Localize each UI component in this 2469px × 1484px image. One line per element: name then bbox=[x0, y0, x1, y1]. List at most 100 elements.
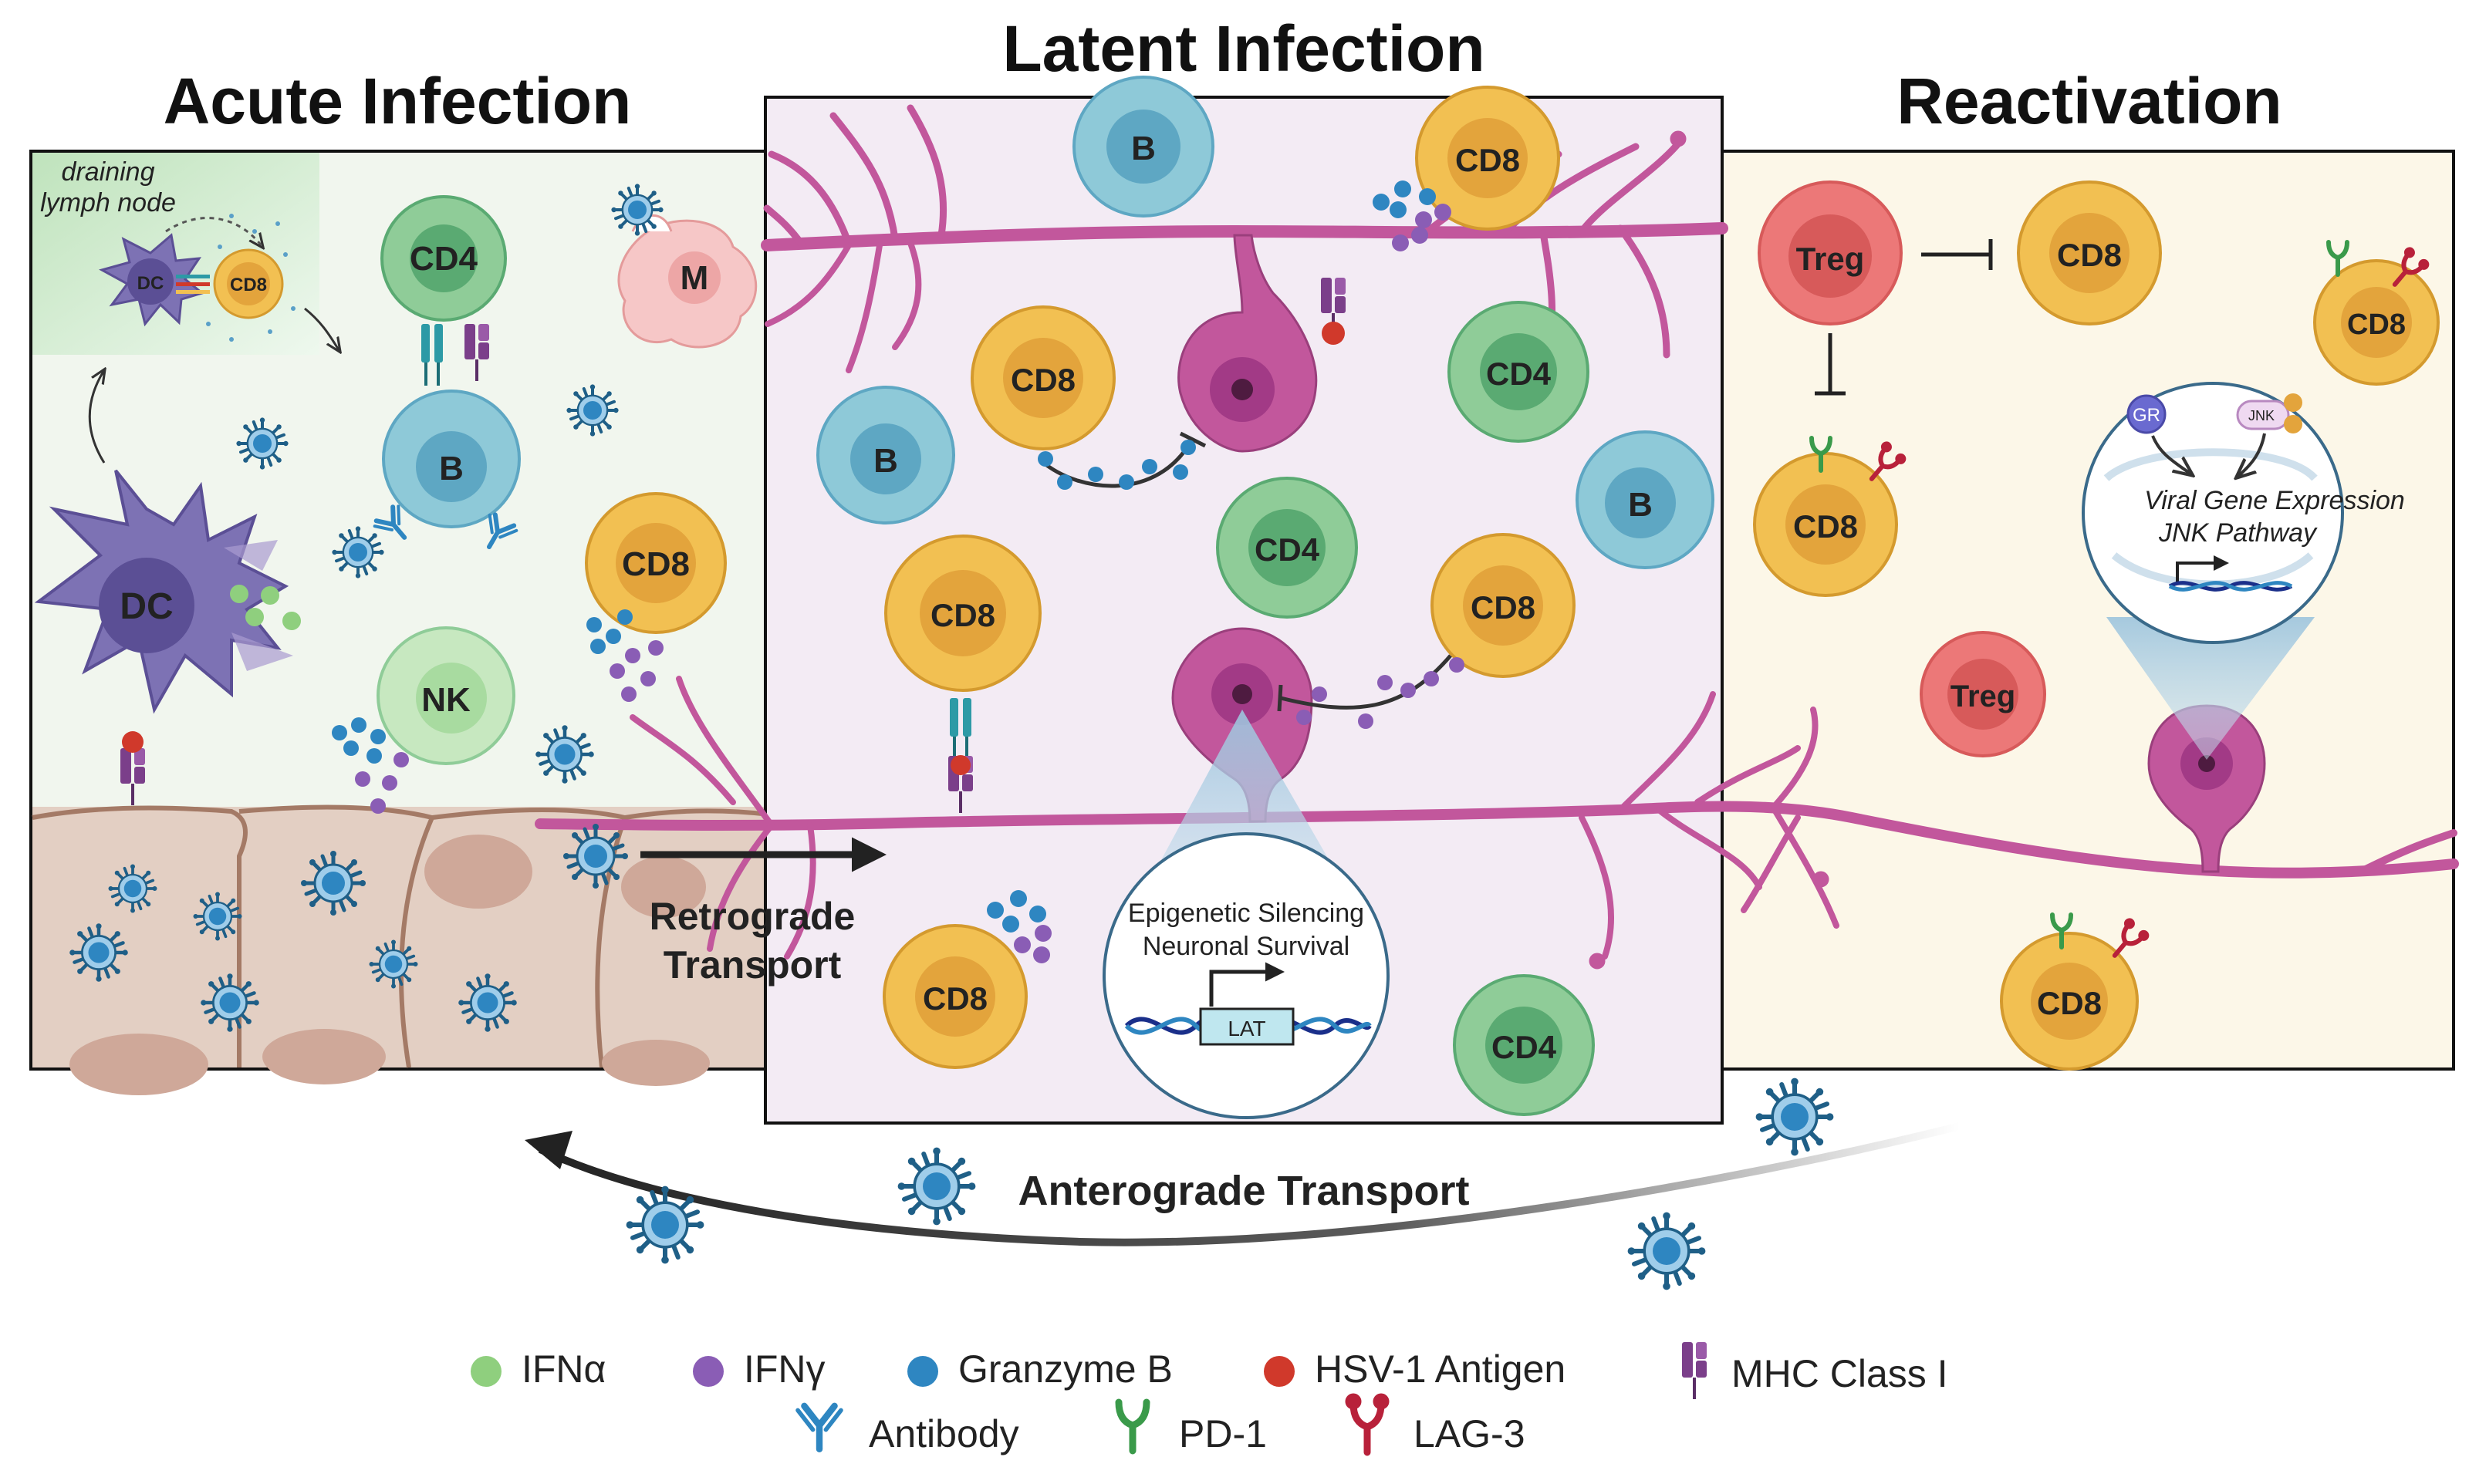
svg-text:M: M bbox=[681, 259, 709, 297]
svg-text:IFNα: IFNα bbox=[522, 1347, 606, 1391]
legend-item-antibody: Antibody bbox=[798, 1406, 1019, 1455]
svg-text:CD8: CD8 bbox=[2057, 237, 2122, 273]
svg-text:Granzyme B: Granzyme B bbox=[958, 1347, 1173, 1391]
virus-icon bbox=[236, 417, 288, 469]
svg-text:CD8: CD8 bbox=[923, 980, 988, 1017]
dc-small-cell: DC bbox=[99, 233, 205, 327]
mhc-antigen-latent-top bbox=[1319, 276, 1347, 345]
svg-text:CD8: CD8 bbox=[1011, 362, 1076, 398]
granzyme-inhibit-1 bbox=[1038, 431, 1207, 490]
cd8-cell-latent-b: CD8 bbox=[884, 535, 1042, 692]
b-cell-acute: B bbox=[382, 390, 521, 528]
neuron-bottom bbox=[535, 676, 2459, 970]
virus-icon bbox=[535, 725, 594, 784]
virus-icon bbox=[566, 384, 618, 436]
granzyme-inhibit-2 bbox=[1277, 654, 1464, 729]
virus-icon bbox=[611, 184, 663, 235]
react-transcription-arrow bbox=[2176, 555, 2229, 585]
virus-icon bbox=[191, 890, 244, 943]
svg-text:B: B bbox=[1628, 486, 1653, 524]
jnk-arrow bbox=[2238, 433, 2266, 477]
svg-text:CD4: CD4 bbox=[1491, 1029, 1557, 1065]
cd8-small-cell: CD8 bbox=[213, 248, 284, 319]
mhc-antigen-acute bbox=[119, 731, 147, 807]
svg-text:B: B bbox=[1131, 130, 1156, 167]
legend-item-lag3: LAG-3 bbox=[1349, 1397, 1525, 1455]
svg-text:NK: NK bbox=[421, 681, 471, 719]
virus-icon bbox=[201, 973, 259, 1032]
latent-zoom-line2: Neuronal Survival bbox=[1143, 932, 1349, 961]
inset-arrow bbox=[165, 217, 262, 247]
latent-zoom-line1: Epigenetic Silencing bbox=[1128, 899, 1364, 928]
cd8-cell-latent-top: CD8 bbox=[1415, 86, 1560, 231]
granzyme-ifn-cluster-acute-1 bbox=[586, 609, 664, 702]
treg-cell-2: Treg bbox=[1920, 631, 2046, 757]
granzyme-ifn-cluster-latent-top bbox=[1373, 180, 1451, 251]
svg-text:HSV-1 Antigen: HSV-1 Antigen bbox=[1315, 1347, 1566, 1391]
ifna-dot-icon bbox=[471, 1356, 502, 1387]
nk-cell: NK bbox=[377, 626, 515, 765]
svg-text:lymph node: lymph node bbox=[40, 188, 176, 218]
svg-text:Antibody: Antibody bbox=[869, 1412, 1019, 1455]
virus-icon bbox=[1628, 1212, 1706, 1290]
reactivation-zoom-circle: GR JNK Viral Gene Expression JNK Pathway bbox=[2082, 382, 2405, 644]
treg-inhibit-down bbox=[1815, 333, 1846, 396]
scattered-dots bbox=[206, 214, 296, 342]
svg-text:JNK: JNK bbox=[2248, 408, 2275, 423]
virus-icon bbox=[367, 938, 420, 990]
svg-text:CD8: CD8 bbox=[1455, 142, 1520, 178]
neuron-soma-top bbox=[1177, 234, 1318, 453]
legend: IFNα IFNγ Granzyme B HSV-1 Antigen MHC C… bbox=[471, 1341, 1948, 1455]
svg-text:PD-1: PD-1 bbox=[1179, 1412, 1267, 1455]
svg-text:MHC Class I: MHC Class I bbox=[1731, 1352, 1948, 1395]
svg-text:Treg: Treg bbox=[1951, 680, 2015, 713]
svg-text:IFNγ: IFNγ bbox=[744, 1347, 826, 1391]
legend-item-antigen: HSV-1 Antigen bbox=[1264, 1347, 1566, 1391]
svg-text:CD8: CD8 bbox=[622, 545, 690, 583]
mhc-icon bbox=[1680, 1341, 1708, 1401]
svg-text:CD8: CD8 bbox=[1793, 508, 1858, 545]
svg-text:CD4: CD4 bbox=[1255, 531, 1320, 568]
virus-icon bbox=[301, 851, 366, 916]
svg-text:DC: DC bbox=[120, 586, 173, 627]
svg-text:CD8: CD8 bbox=[931, 597, 995, 633]
svg-text:CD4: CD4 bbox=[1486, 356, 1552, 392]
svg-text:CD4: CD4 bbox=[410, 240, 478, 278]
lymph-node-inset bbox=[32, 153, 319, 355]
lag3-icon bbox=[1349, 1397, 1386, 1452]
dc-migration-arrow bbox=[88, 370, 104, 464]
svg-text:draining: draining bbox=[62, 157, 155, 187]
retrograde-label-2: Transport bbox=[664, 943, 842, 987]
virus-icon bbox=[1756, 1078, 1834, 1156]
cd8-cell-latent-c: CD8 bbox=[1430, 533, 1576, 678]
latent-zoom-circle: Epigenetic Silencing Neuronal Survival L… bbox=[1103, 832, 1390, 1119]
macrophage-cell: M bbox=[617, 214, 758, 349]
lymph-out-arrow bbox=[304, 307, 339, 351]
svg-text:GR: GR bbox=[2133, 405, 2160, 426]
granzyme-dot-icon bbox=[907, 1356, 938, 1387]
svg-text:CD8: CD8 bbox=[230, 275, 267, 295]
cd4-cell-latent-b: CD4 bbox=[1216, 477, 1358, 619]
retrograde-label-1: Retrograde bbox=[650, 895, 856, 938]
jnk-icon bbox=[2236, 400, 2290, 430]
cd8-cell-react-d: CD8 bbox=[2000, 915, 2148, 1071]
legend-item-granzyme: Granzyme B bbox=[907, 1347, 1173, 1391]
b-cell-latent-right: B bbox=[1576, 430, 1714, 569]
antibody-icon bbox=[798, 1406, 841, 1449]
svg-text:Treg: Treg bbox=[1796, 241, 1865, 277]
granzyme-ifn-cluster-latent-bottom bbox=[987, 890, 1052, 963]
react-zoom-line1: Viral Gene Expression bbox=[2144, 486, 2405, 515]
tcr-mhc-latent bbox=[947, 696, 974, 815]
cd8-cell-react-a: CD8 bbox=[2017, 180, 2162, 325]
virus-icon bbox=[563, 824, 628, 889]
svg-text:B: B bbox=[439, 450, 464, 487]
b-cell-latent-left: B bbox=[816, 386, 955, 524]
virus-icon bbox=[69, 923, 128, 982]
b-cell-latent-top: B bbox=[1072, 76, 1214, 218]
acute-title: Acute Infection bbox=[164, 65, 632, 137]
latent-title: Latent Infection bbox=[1002, 12, 1484, 85]
epithelium bbox=[32, 804, 771, 1095]
reactivation-zoom-cone bbox=[2106, 617, 2315, 760]
lymph-node-label: draining lymph node bbox=[40, 157, 176, 218]
legend-item-ifng: IFNγ bbox=[693, 1347, 826, 1391]
